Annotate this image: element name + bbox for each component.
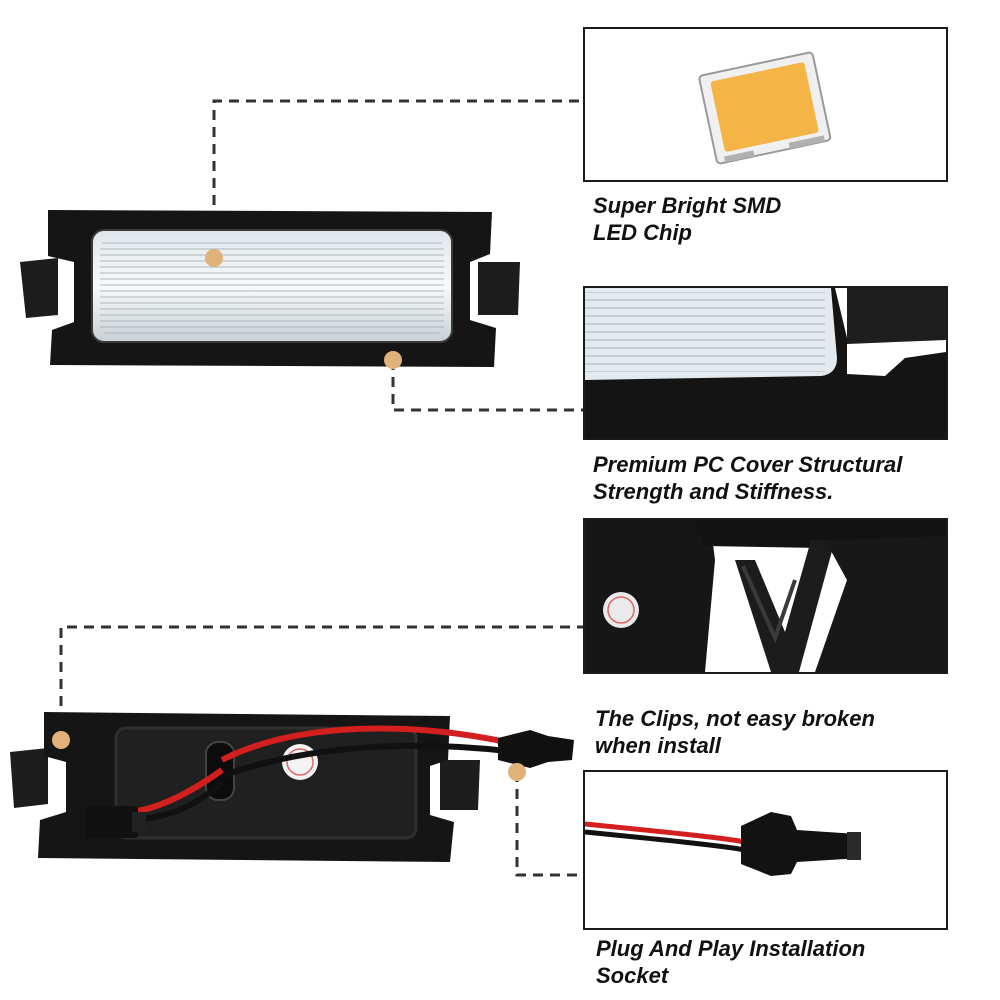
marker-dot-pc-cover [384,351,402,369]
marker-dot-smd-chip [205,249,223,267]
caption-pc-cover: Premium PC Cover Structural Strength and… [593,452,903,504]
clips-closeup-image [585,520,946,672]
feature-panel-clips [583,518,948,674]
socket-closeup-image [585,772,946,928]
pc-cover-closeup-image [585,288,946,438]
marker-dot-socket [508,763,526,781]
caption-socket: Plug And Play Installation Socket [596,936,866,988]
leader-line-smd-chip [212,99,583,256]
feature-panel-smd-chip [583,27,948,182]
caption-clips: The Clips, not easy broken when install [595,706,875,758]
leader-line-clips [59,625,583,740]
feature-panel-pc-cover [583,286,948,440]
leader-line-pc-cover [391,360,583,412]
feature-panel-socket [583,770,948,930]
leader-line-socket [515,772,583,877]
smd-chip-image [698,51,832,165]
marker-dot-clips [52,731,70,749]
caption-smd-chip: Super Bright SMD LED Chip [593,193,782,245]
